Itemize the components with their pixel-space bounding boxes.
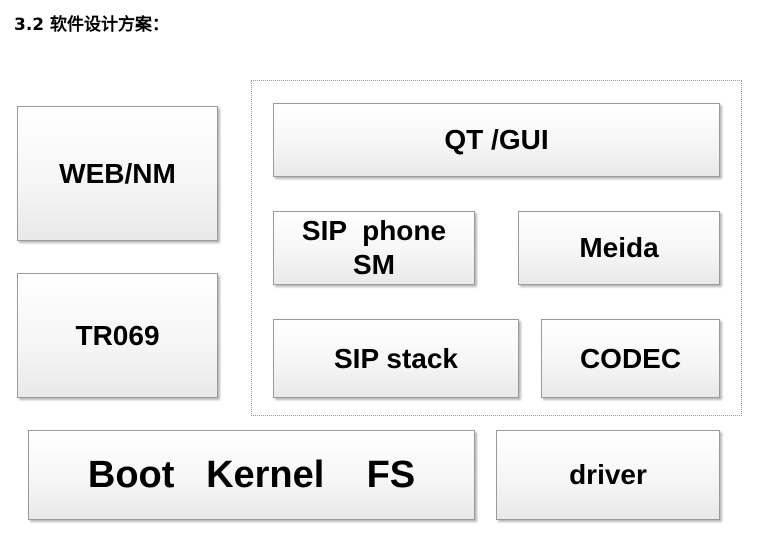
web-nm-box: WEB/NM [17, 106, 218, 241]
sip-phone-sm-label: SIP phone SM [301, 215, 447, 280]
tr069-label: TR069 [75, 319, 160, 351]
sip-phone-sm-box: SIP phone SM [273, 211, 475, 285]
driver-label: driver [569, 459, 647, 490]
qt-gui-box: QT /GUI [273, 103, 720, 177]
meida-label: Meida [579, 232, 659, 263]
meida-box: Meida [518, 211, 720, 285]
codec-box: CODEC [541, 319, 720, 398]
sip-stack-box: SIP stack [273, 319, 519, 398]
sip-stack-label: SIP stack [333, 342, 459, 374]
boot-kernel-fs-box: Boot Kernel FS [28, 430, 475, 520]
driver-box: driver [496, 430, 720, 520]
qt-gui-label: QT /GUI [444, 124, 549, 155]
section-heading: 3.2 软件设计方案： [14, 15, 170, 35]
application-group-frame [251, 80, 742, 416]
web-nm-label: WEB/NM [59, 157, 176, 189]
tr069-box: TR069 [17, 273, 218, 398]
boot-kernel-fs-label: Boot Kernel FS [87, 453, 416, 496]
codec-label: CODEC [579, 342, 682, 374]
